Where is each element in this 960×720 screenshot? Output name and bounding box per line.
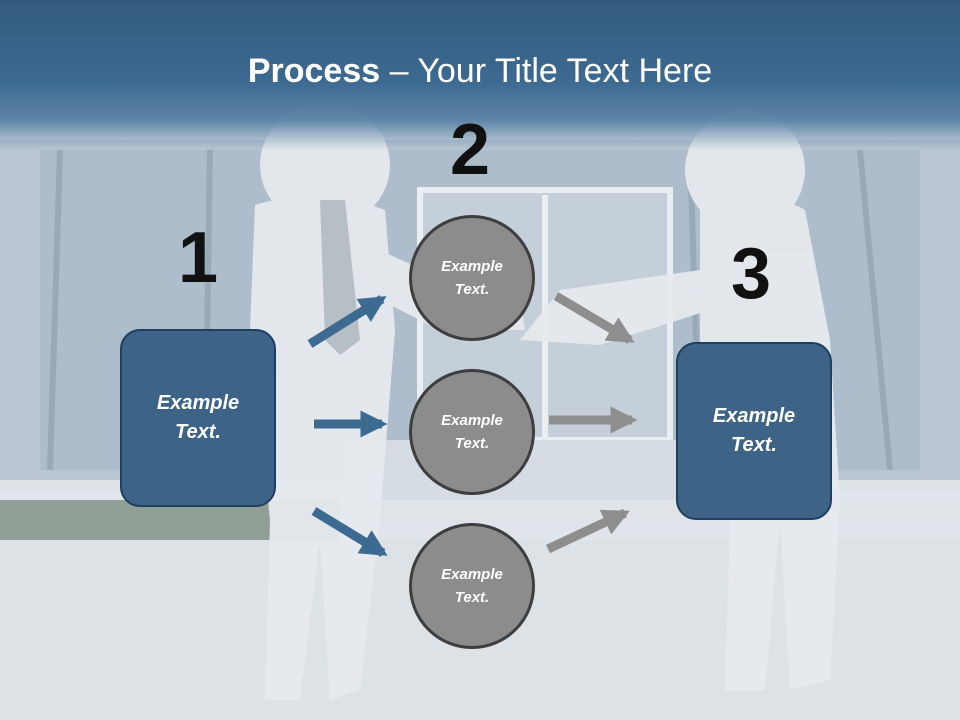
step-2-label-top: Example Text. bbox=[441, 258, 503, 298]
step-3-box: Example Text. bbox=[676, 342, 832, 520]
arrow-1-to-bottom bbox=[311, 507, 388, 557]
step-number-2: 2 bbox=[450, 110, 491, 190]
step-2-label-middle: Example Text. bbox=[441, 412, 503, 452]
slide-title: Process – Your Title Text Here bbox=[0, 52, 960, 91]
step-3-label: Example Text. bbox=[712, 405, 796, 456]
arrow-bottom-to-3 bbox=[546, 508, 630, 554]
step-2-circle-bottom: Example Text. bbox=[409, 523, 535, 649]
title-band bbox=[0, 0, 960, 150]
step-number-1: 1 bbox=[178, 218, 219, 298]
step-1-label: Example Text. bbox=[156, 392, 240, 443]
step-2-circle-middle: Example Text. bbox=[409, 369, 535, 495]
arrow-1-to-top bbox=[307, 295, 387, 348]
step-2-circle-top: Example Text. bbox=[409, 215, 535, 341]
title-rest: – Your Title Text Here bbox=[380, 52, 713, 90]
step-2-label-bottom: Example Text. bbox=[441, 566, 503, 606]
step-number-3: 3 bbox=[731, 234, 772, 314]
arrow-top-to-3 bbox=[553, 292, 635, 344]
step-1-box: Example Text. bbox=[120, 329, 276, 507]
title-bold: Process bbox=[247, 52, 381, 90]
